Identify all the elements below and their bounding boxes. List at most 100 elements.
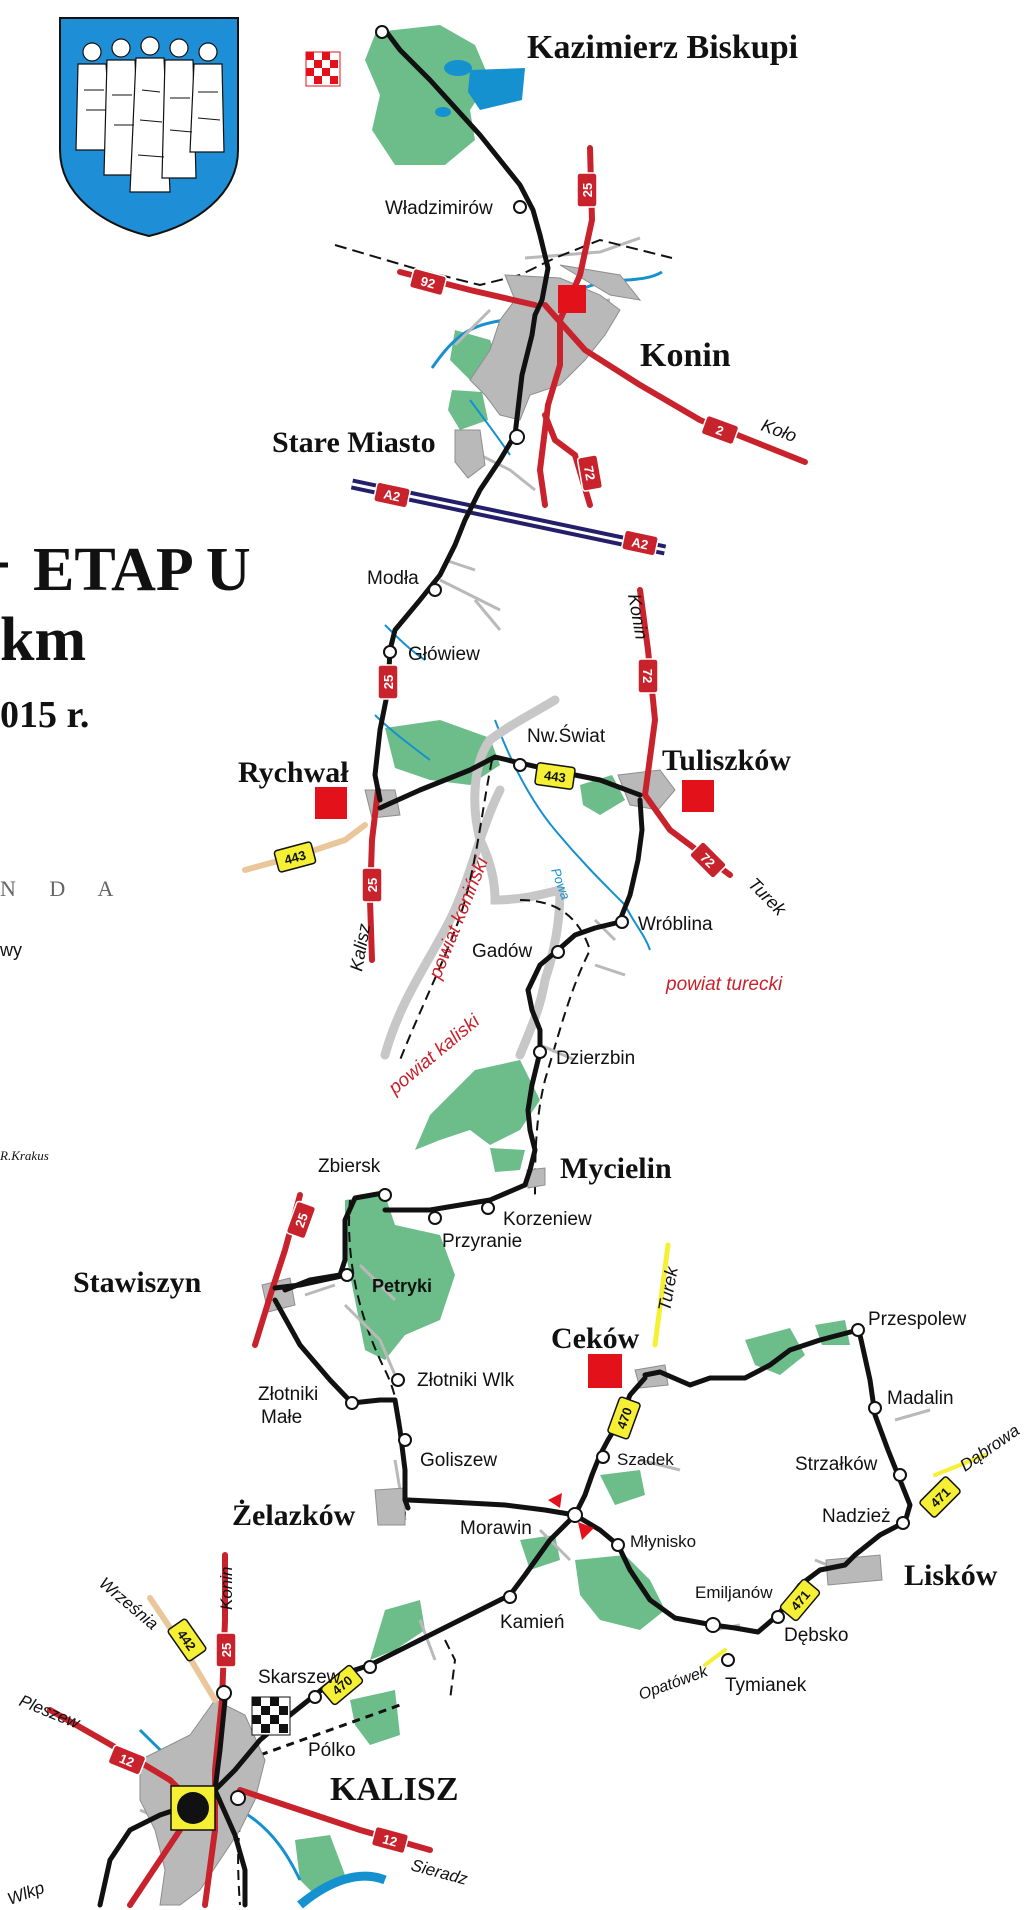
road-badge-470-skarszew: 470 <box>320 1664 364 1706</box>
morawin-triangles <box>548 1493 594 1540</box>
route-segment-zbiersk-stawiszyn <box>282 1190 386 1293</box>
village-label-debsko: Dębsko <box>784 1625 848 1646</box>
road-turek-north <box>652 1242 671 1348</box>
river-kalisz-big <box>297 1871 387 1909</box>
lake-kazimierz-2 <box>444 60 472 76</box>
stream-rychwal <box>374 714 431 761</box>
direction-label-turek-east: Turek <box>744 874 790 920</box>
svg-text:12: 12 <box>117 1751 136 1770</box>
svg-text:443: 443 <box>543 768 567 786</box>
district-border-konin-kalisz <box>380 785 505 1060</box>
road-kalisz-sw <box>127 1827 183 1908</box>
marker-zbiersk <box>378 1188 392 1202</box>
coat-of-arms <box>59 17 239 238</box>
marker-wladzimirow <box>513 200 527 214</box>
town-label-kalisz: KALISZ <box>330 1771 459 1808</box>
start-flag <box>305 51 341 87</box>
heading-line-3: 015 r. <box>0 694 89 736</box>
svg-text:A2: A2 <box>382 486 401 504</box>
road-25-kalisz <box>202 1552 228 1908</box>
railway-kalisz <box>259 1703 401 1757</box>
village-label-zlotniki-wlk: Złotniki Wlk <box>417 1370 515 1391</box>
village-label-modla: Modła <box>367 568 419 589</box>
road-badge-25-konin: 25 <box>576 172 598 208</box>
village-label-polko: Pólko <box>308 1740 356 1761</box>
forest-kazimierz <box>365 25 490 165</box>
railways <box>237 238 673 1906</box>
village-label-wroblina: Wróblina <box>638 914 713 935</box>
route-segment-stawiszyn-zlotniki <box>272 1297 355 1406</box>
lake-kazimierz-3 <box>435 107 451 117</box>
forest-mycielin <box>490 1148 525 1172</box>
route-segment-zelazkow-morawin <box>405 1497 578 1518</box>
saints-figures <box>75 36 225 193</box>
road-badge-25-rychwal: 25 <box>361 867 383 903</box>
village-label-tymianek: Tymianek <box>725 1675 807 1696</box>
village-label-zbiersk: Zbiersk <box>318 1156 381 1177</box>
district-border-dash-2 <box>519 899 592 1201</box>
marker-kamien <box>503 1590 517 1604</box>
road-badge-443-west: 443 <box>273 841 317 873</box>
route-segment-liskow-madalin <box>857 1332 913 1525</box>
village-label-madalin: Madalin <box>887 1388 954 1409</box>
svg-text:470: 470 <box>614 1405 636 1431</box>
builtup-liskow <box>825 1554 883 1586</box>
builtup-zelazkow <box>374 1487 406 1526</box>
square-tuliszkow <box>682 780 714 812</box>
marker-korzeniew <box>481 1201 495 1215</box>
svg-text:25: 25 <box>580 183 595 197</box>
railway-kamien <box>444 1639 457 1701</box>
village-label-glowiew: Główiew <box>408 644 480 665</box>
district-label-konin: powiat koniński <box>425 854 493 983</box>
direction-label-wlkp: Wlkp <box>5 1878 47 1909</box>
road-badge-92: 92 <box>408 267 448 297</box>
road-badge-470-cekow: 470 <box>607 1396 641 1440</box>
road-badge-443-nw-swiat: 443 <box>534 762 576 790</box>
marker-polko <box>308 1690 322 1704</box>
village-label-zlotniki-male-1: Złotniki <box>258 1384 318 1405</box>
svg-text:25: 25 <box>219 1643 234 1657</box>
town-label-cekow: Ceków <box>551 1322 640 1355</box>
road-badge-25-stawiszyn: 25 <box>285 1200 317 1240</box>
road-badge-a2-east: A2 <box>621 529 659 557</box>
marker-debsko <box>771 1610 785 1624</box>
marker-gadow <box>551 945 565 959</box>
svg-text:12: 12 <box>381 1831 399 1849</box>
route-segment-kamien-skarszew <box>367 1592 513 1668</box>
route-segment-dzierzbin-mycielin <box>522 1049 543 1188</box>
river-powa <box>494 719 651 951</box>
marker-kazimierz-start <box>375 25 389 39</box>
builtup-stare-miasto <box>454 429 486 479</box>
railway-konin <box>334 238 673 287</box>
road-badge-471-emiljanow: 471 <box>779 1578 821 1622</box>
heading-line-2: km <box>0 606 86 674</box>
town-label-mycielin: Mycielin <box>560 1152 672 1185</box>
town-label-stare-miasto: Stare Miasto <box>272 426 436 459</box>
direction-label-opatowek: Opatówek <box>637 1663 711 1704</box>
village-label-wladzimirow: Władzimirów <box>385 198 493 219</box>
district-label-turek: powiat turecki <box>665 974 783 995</box>
marker-przespolew <box>851 1323 865 1337</box>
svg-text:2: 2 <box>714 422 726 439</box>
village-label-kamien: Kamień <box>500 1612 564 1633</box>
road-opatowek <box>703 1648 727 1667</box>
marker-petryki <box>340 1268 354 1282</box>
road-badge-12-west: 12 <box>107 1744 147 1776</box>
route-segment-petryki-stawiszyn <box>272 1272 349 1291</box>
heading-line-1: ETAP U <box>33 536 251 604</box>
marker-nadziez <box>896 1516 910 1530</box>
square-konin <box>558 285 586 313</box>
village-label-przyranie: Przyranie <box>442 1231 522 1252</box>
route-segment-mycielin-zbiersk <box>382 1182 528 1213</box>
forest-dzierzbin <box>415 1060 540 1150</box>
road-badge-2: 2 <box>700 414 740 446</box>
svg-text:25: 25 <box>381 675 396 689</box>
village-label-szadek: Szadek <box>617 1450 674 1469</box>
road-badge-72-tuliszkow-north: 72 <box>637 658 659 694</box>
road-72-tuliszkow <box>637 587 733 878</box>
marker-madalin <box>868 1401 882 1415</box>
village-label-dzierzbin: Dzierzbin <box>556 1048 635 1069</box>
village-label-nw-swiat: Nw.Świat <box>527 725 606 747</box>
marker-zlotniki-wlk <box>391 1373 405 1387</box>
